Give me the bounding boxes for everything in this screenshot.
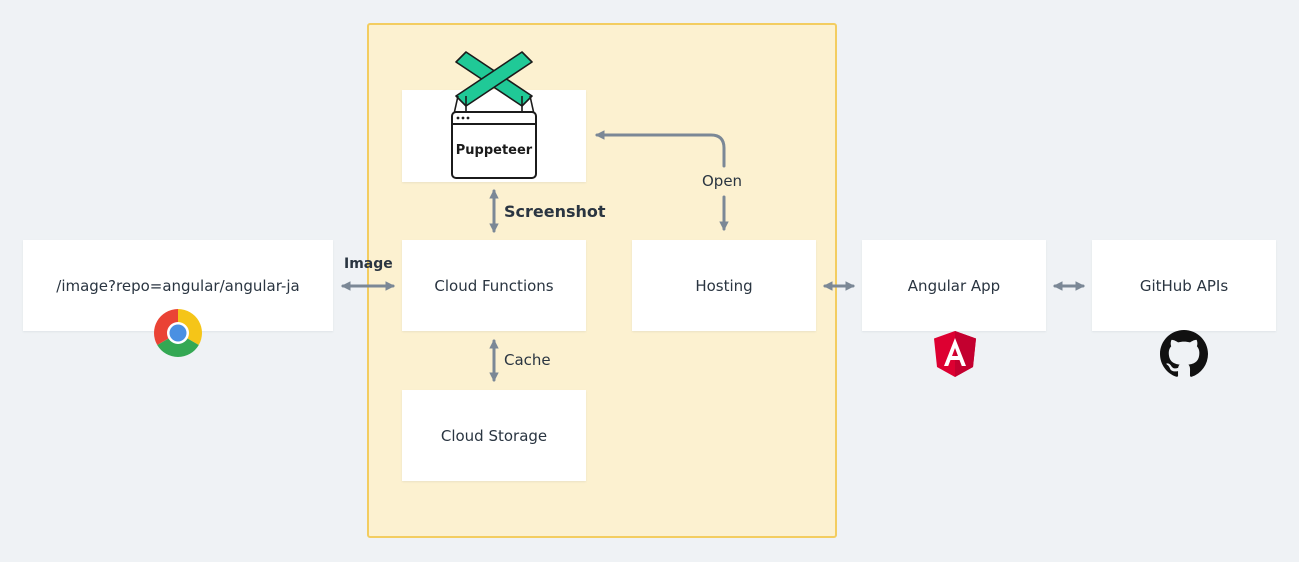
angular-app-node: Angular App (862, 240, 1046, 331)
cloud-storage-node: Cloud Storage (402, 390, 586, 481)
screenshot-edge-label: Screenshot (504, 202, 606, 221)
cache-edge-label: Cache (504, 351, 551, 369)
github-icon (1160, 330, 1208, 377)
angular-app-label: Angular App (907, 276, 1001, 295)
angular-icon (934, 331, 976, 377)
open-arrow-up (595, 130, 726, 168)
github-apis-label: GitHub APIs (1139, 276, 1229, 295)
hosting-label: Hosting (695, 276, 753, 295)
url-request-label: /image?repo=angular/angular-ja (56, 276, 300, 295)
hosting-node: Hosting (632, 240, 816, 331)
open-edge-label: Open (702, 172, 743, 190)
puppeteer-icon: Puppeteer (451, 51, 537, 179)
github-apis-node: GitHub APIs (1092, 240, 1276, 331)
image-edge-label: Image (344, 256, 393, 272)
cloud-storage-label: Cloud Storage (440, 426, 548, 445)
cloud-functions-label: Cloud Functions (434, 276, 554, 295)
puppeteer-label: Puppeteer (456, 143, 533, 158)
cloud-functions-node: Cloud Functions (402, 240, 586, 331)
chrome-icon (154, 309, 202, 357)
